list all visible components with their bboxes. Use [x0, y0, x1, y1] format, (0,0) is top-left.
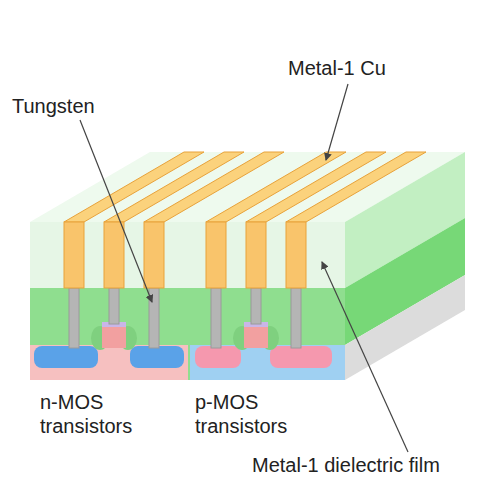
leader-line	[326, 84, 348, 160]
copper-section	[206, 222, 226, 288]
substrate-side	[345, 275, 465, 380]
pmos-substrate	[190, 345, 345, 380]
tungsten-plug	[211, 288, 221, 348]
copper-section	[286, 222, 306, 288]
copper-line	[286, 152, 426, 222]
tungsten-plug	[291, 288, 301, 348]
dielectric-front	[30, 222, 345, 288]
nmos-source	[34, 346, 98, 368]
callout-label: p-MOS transistors	[195, 390, 320, 438]
pmos-source	[195, 346, 241, 368]
callout-label: Tungsten	[12, 94, 132, 118]
copper-section	[104, 222, 124, 288]
copper-line	[144, 152, 284, 222]
copper-section	[144, 222, 164, 288]
callout-label: n-MOS transistors	[40, 390, 165, 438]
callout-label: Metal-1 Cu	[288, 56, 468, 80]
copper-section	[246, 222, 266, 288]
callout-label: Metal-1 dielectric film	[252, 453, 497, 477]
nmos-gate	[102, 326, 126, 348]
leader-line	[322, 262, 408, 452]
nmos-substrate	[30, 345, 188, 380]
tungsten-plug	[251, 288, 261, 324]
pmos-drain	[270, 346, 332, 368]
copper-section	[64, 222, 84, 288]
lower-dielectric-front	[30, 288, 345, 380]
tungsten-plug	[109, 288, 119, 324]
nmos-drain	[130, 346, 184, 368]
pmos-gate	[244, 326, 268, 348]
leader-line	[80, 120, 152, 302]
tungsten-plug	[69, 288, 79, 348]
